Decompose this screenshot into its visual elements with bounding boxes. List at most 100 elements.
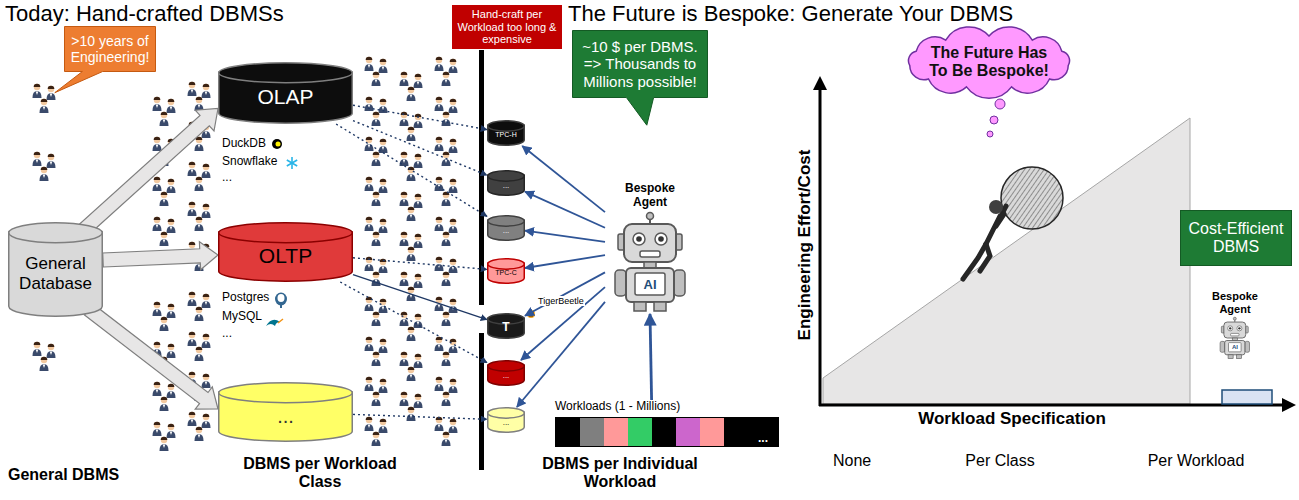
cylinder-top	[9, 223, 103, 243]
node-text: TPC-C	[495, 269, 516, 277]
bespoke-dbms-box	[1222, 390, 1272, 404]
bespoke-dbms-cylinder: T	[487, 313, 525, 339]
engineer-group	[33, 152, 56, 181]
node-text: General Database	[11, 254, 100, 293]
workload-cell	[628, 418, 652, 446]
robot-leg	[654, 302, 666, 311]
workload-caption: Workloads (1 - Millions)	[555, 400, 785, 414]
engineer-group	[435, 57, 458, 86]
engineer-group	[435, 137, 458, 166]
system-name: TigerBeetle	[537, 296, 585, 306]
bespoke-dbms-cylinder: ...	[487, 407, 525, 433]
connector-line	[353, 105, 487, 129]
panel-title: The Future is Bespoke: Generate Your DBM…	[568, 1, 1013, 26]
robot-head	[624, 224, 676, 262]
x-axis-head	[1282, 398, 1296, 412]
engineer-group	[435, 297, 458, 326]
cylinder-top	[488, 259, 525, 269]
robot-eye	[633, 233, 645, 245]
axis-title: Engineering Effort/Cost	[795, 115, 817, 375]
engineer-group	[153, 97, 176, 126]
workload-cell: ...	[748, 418, 778, 446]
system-name: Postgres	[222, 291, 269, 305]
engineer-group	[365, 337, 388, 366]
node-text: ...	[503, 371, 510, 380]
bespoke-dbms-cylinder: TPC-C	[487, 258, 525, 284]
column-caption: DBMS per Individual Workload	[533, 455, 708, 492]
engineer-group	[400, 192, 423, 221]
robot-leg	[1228, 355, 1233, 359]
robot-mouth	[640, 251, 660, 257]
connector-line	[525, 192, 605, 228]
agent-robot: Bespoke AgentAI	[1205, 290, 1265, 361]
engineer-group	[400, 232, 423, 261]
column-caption: DBMS per Workload Class	[233, 455, 408, 492]
block-arrow	[79, 109, 218, 235]
connector-line	[525, 272, 605, 315]
system-name: MySQL	[222, 310, 262, 324]
database-cylinder: OLAP	[218, 62, 353, 124]
robot-figure	[1220, 317, 1249, 358]
connector-line	[353, 414, 487, 419]
engineer-group	[435, 417, 458, 446]
node-text: >10 years of Engineering!	[70, 33, 150, 65]
engineer-group	[153, 217, 176, 246]
agent-name: Bespoke Agent	[1209, 290, 1261, 315]
connector-line	[353, 275, 487, 320]
robot-eye	[655, 233, 667, 245]
axis-tick: None	[833, 452, 871, 470]
warning-banner: Hand-craft per Workload too long & expen…	[452, 5, 562, 49]
mysql-logo	[266, 319, 283, 326]
agent-robot: Bespoke AgentAI	[605, 182, 695, 314]
cylinder-top	[488, 171, 525, 181]
workload-cell	[556, 418, 580, 446]
block-arrow	[103, 242, 218, 270]
node-text: OLTP	[259, 244, 312, 268]
x-axis	[819, 404, 1284, 407]
robot-chest-label: AI	[635, 273, 665, 295]
database-cylinder: ...	[218, 382, 353, 442]
engineer-group	[365, 57, 388, 86]
robot-arm	[615, 270, 626, 296]
node-text: ...	[503, 181, 510, 190]
node-text: Hand-craft per Workload too long & expen…	[456, 8, 558, 46]
engineer-group	[400, 152, 423, 181]
robot-figure	[615, 213, 685, 312]
engineer-group	[188, 162, 211, 191]
thought-cloud: The Future Has To Be Bespoke!	[903, 30, 1075, 94]
node-text: The Future Has To Be Bespoke!	[927, 44, 1051, 81]
database-cylinder: OLTP	[218, 222, 353, 282]
column-caption: General DBMS	[8, 466, 119, 484]
cylinder-top	[488, 408, 525, 418]
bespoke-dbms-cylinder: ...	[487, 170, 525, 196]
callout-box: ~10 $ per DBMS. => Thousands to Millions…	[572, 30, 708, 98]
system-name: DuckDB	[222, 137, 266, 151]
workload-more: ...	[758, 432, 768, 446]
workload-cell	[724, 418, 748, 446]
robot-antenna	[647, 213, 654, 220]
divider-bar	[479, 50, 484, 305]
connector-line	[353, 258, 487, 270]
engineer-group	[400, 112, 423, 141]
cylinder-top	[219, 63, 353, 83]
result-box: Cost-Efficient DBMS	[1180, 210, 1292, 266]
connector-line	[525, 255, 605, 268]
robot-leg	[634, 302, 646, 311]
box-outline	[1181, 211, 1292, 266]
connector-line	[353, 121, 487, 176]
system-name: ...	[222, 327, 232, 341]
robot-pupil	[636, 236, 642, 242]
axis-title: Workload Specification	[882, 409, 1142, 429]
robot-head	[1224, 322, 1246, 338]
robot-chest	[635, 273, 665, 295]
engineer-group	[153, 382, 176, 411]
engineer-group	[153, 177, 176, 206]
engineer-group	[365, 377, 388, 406]
diagram-title: Today: Hand-crafted DBMSs	[5, 1, 284, 26]
robot-svg	[1218, 317, 1252, 359]
node-text: TPC-H	[495, 131, 516, 139]
cylinder-body	[9, 232, 103, 316]
database-cylinder: General Database	[8, 222, 103, 317]
connector-line	[336, 124, 487, 216]
